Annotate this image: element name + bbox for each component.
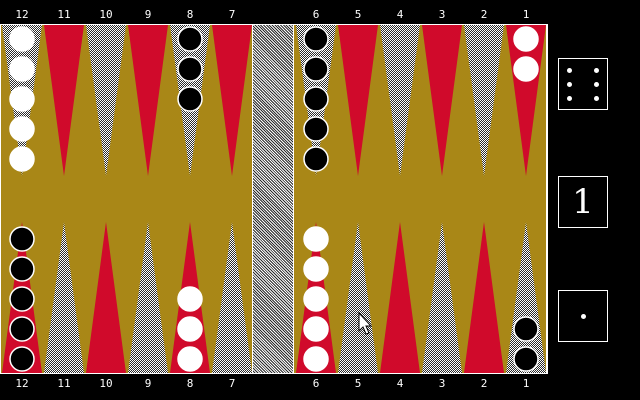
checker-white[interactable] [303, 286, 329, 312]
point-top-4[interactable] [380, 25, 420, 176]
die-pip [593, 95, 599, 101]
bottom-label-4: 4 [396, 377, 404, 390]
bottom-label-6: 6 [312, 377, 320, 390]
checker-white[interactable] [9, 146, 35, 172]
checker-black[interactable] [303, 146, 329, 172]
checker-white[interactable] [9, 116, 35, 142]
die-pip [567, 95, 573, 101]
top-label-6: 6 [312, 8, 320, 21]
die-pip [593, 67, 599, 73]
point-bottom-2[interactable] [464, 222, 504, 373]
bottom-label-8: 8 [186, 377, 194, 390]
checker-black[interactable] [513, 316, 539, 342]
doubling-cube-value: 1 [572, 182, 594, 222]
checker-black[interactable] [9, 286, 35, 312]
die-pip [567, 67, 573, 73]
checker-white[interactable] [303, 226, 329, 252]
point-top-7[interactable] [212, 25, 252, 176]
top-label-2: 2 [480, 8, 488, 21]
checker-white[interactable] [303, 316, 329, 342]
top-label-9: 9 [144, 8, 152, 21]
checker-black[interactable] [177, 86, 203, 112]
bottom-label-3: 3 [438, 377, 446, 390]
point-bottom-9[interactable] [128, 222, 168, 373]
checker-black[interactable] [177, 26, 203, 52]
board-left-border [0, 24, 1, 374]
checker-black[interactable] [303, 86, 329, 112]
point-bottom-4[interactable] [380, 222, 420, 373]
top-label-8: 8 [186, 8, 194, 21]
point-top-3[interactable] [422, 25, 462, 176]
point-bottom-11[interactable] [44, 222, 84, 373]
checker-white[interactable] [177, 286, 203, 312]
checker-white[interactable] [177, 316, 203, 342]
checker-white[interactable] [303, 346, 329, 372]
top-label-11: 11 [57, 8, 71, 21]
checker-white[interactable] [303, 256, 329, 282]
mouse-pointer-icon [358, 312, 372, 335]
die-2[interactable] [558, 290, 608, 342]
checker-white[interactable] [9, 86, 35, 112]
point-top-11[interactable] [44, 25, 84, 176]
bottom-label-7: 7 [228, 377, 236, 390]
bottom-label-10: 10 [99, 377, 113, 390]
point-top-10[interactable] [86, 25, 126, 176]
center-bar[interactable] [252, 25, 294, 373]
point-bottom-5[interactable] [338, 222, 378, 373]
checker-white[interactable] [9, 26, 35, 52]
checker-white[interactable] [513, 56, 539, 82]
checker-black[interactable] [513, 346, 539, 372]
bottom-label-9: 9 [144, 377, 152, 390]
top-label-7: 7 [228, 8, 236, 21]
checker-black[interactable] [9, 226, 35, 252]
bottom-label-12: 12 [15, 377, 29, 390]
point-bottom-10[interactable] [86, 222, 126, 373]
point-top-2[interactable] [464, 25, 504, 176]
board-right-border [546, 24, 548, 374]
point-bottom-7[interactable] [212, 222, 252, 373]
point-bottom-3[interactable] [422, 222, 462, 373]
top-label-3: 3 [438, 8, 446, 21]
bottom-label-5: 5 [354, 377, 362, 390]
die-pip [593, 81, 599, 87]
checker-white[interactable] [177, 346, 203, 372]
die-1[interactable] [558, 58, 608, 110]
checker-black[interactable] [9, 346, 35, 372]
checker-black[interactable] [177, 56, 203, 82]
top-label-1: 1 [522, 8, 530, 21]
checker-black[interactable] [303, 116, 329, 142]
top-label-10: 10 [99, 8, 113, 21]
top-label-4: 4 [396, 8, 404, 21]
point-top-9[interactable] [128, 25, 168, 176]
checker-black[interactable] [9, 316, 35, 342]
die-pip [567, 81, 573, 87]
checker-black[interactable] [303, 26, 329, 52]
board-bottom-border [0, 373, 548, 374]
doubling-cube[interactable]: 1 [558, 176, 608, 228]
checker-white[interactable] [9, 56, 35, 82]
point-top-5[interactable] [338, 25, 378, 176]
top-label-12: 12 [15, 8, 29, 21]
checker-white[interactable] [513, 26, 539, 52]
top-label-5: 5 [354, 8, 362, 21]
bottom-label-1: 1 [522, 377, 530, 390]
die-pip [580, 313, 586, 319]
bottom-label-11: 11 [57, 377, 71, 390]
board-top-border [0, 24, 548, 25]
bottom-label-2: 2 [480, 377, 488, 390]
checker-black[interactable] [9, 256, 35, 282]
checker-black[interactable] [303, 56, 329, 82]
